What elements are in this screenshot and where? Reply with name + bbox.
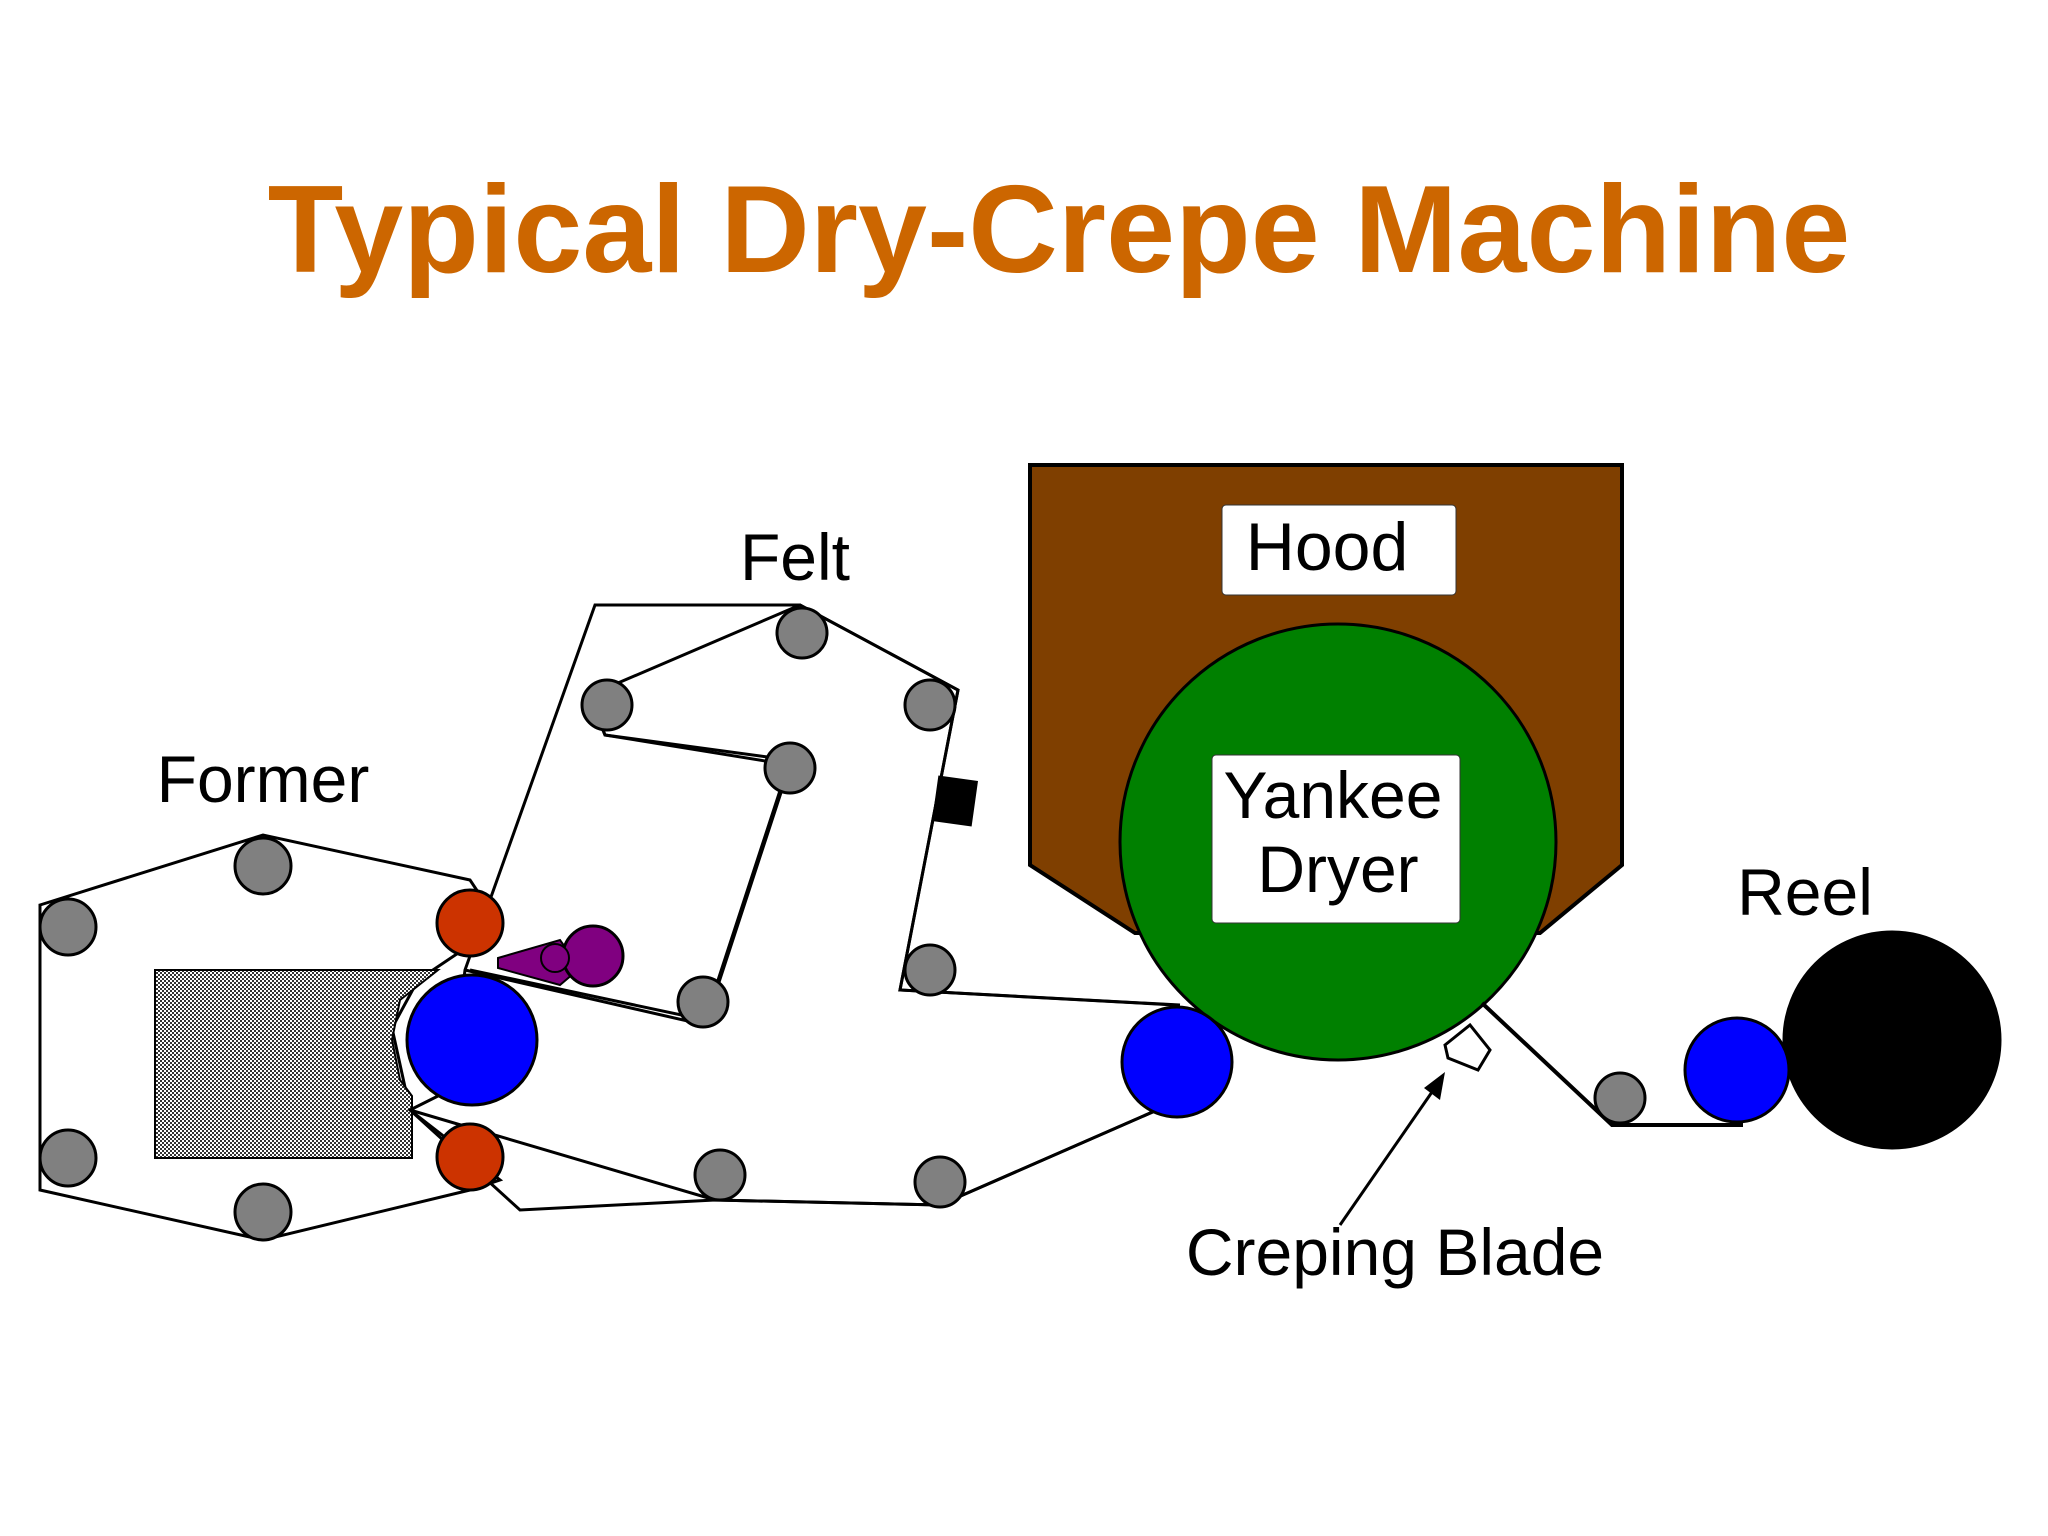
felt-conditioner xyxy=(931,775,979,827)
yankee-label-line2: Dryer xyxy=(1257,832,1418,906)
felt-roll xyxy=(903,678,957,732)
former-label: Former xyxy=(157,742,370,816)
yankee-label-box xyxy=(1211,754,1461,924)
felt-roll xyxy=(763,741,817,795)
forming-box xyxy=(154,969,441,1159)
felt-roll xyxy=(676,975,730,1029)
former-roll xyxy=(38,897,98,957)
breast-rolls xyxy=(435,888,505,1192)
pressure-roll xyxy=(1120,1005,1234,1119)
hood-label: Hood xyxy=(1246,509,1409,585)
reel-guide-roll xyxy=(1593,1071,1647,1125)
sheet-to-reel xyxy=(1480,1001,1743,1127)
headbox xyxy=(497,924,625,988)
yankee-label-line1: Yankee xyxy=(1224,758,1443,832)
felt-rolls xyxy=(580,606,1647,1209)
creping-blade-arrowhead xyxy=(1424,1072,1445,1100)
felt-roll xyxy=(580,678,634,732)
breast-roll xyxy=(435,1122,505,1192)
former-wire xyxy=(38,833,504,1242)
former-roll xyxy=(233,1182,293,1242)
creping-blade xyxy=(1443,1022,1492,1072)
creping-blade-arrow xyxy=(1338,1091,1434,1226)
felt-path-lower xyxy=(409,1098,1181,1207)
reel-roll xyxy=(1782,930,2002,1150)
forming-roll xyxy=(405,973,539,1107)
felt-roll xyxy=(693,1148,747,1202)
former-rolls xyxy=(38,836,293,1242)
felt-roll xyxy=(903,943,957,997)
felt-roll xyxy=(913,1155,967,1209)
reel-drum xyxy=(1683,1016,1791,1124)
former-roll xyxy=(38,1128,98,1188)
former-roll xyxy=(233,836,293,896)
creping-blade-label: Creping Blade xyxy=(1186,1215,1604,1289)
reel-label: Reel xyxy=(1737,855,1873,929)
breast-roll xyxy=(435,888,505,958)
felt-roll xyxy=(775,606,829,660)
page-title: Typical Dry-Crepe Machine xyxy=(267,161,1851,299)
hood-label-box xyxy=(1221,504,1457,596)
felt-label: Felt xyxy=(740,520,850,594)
